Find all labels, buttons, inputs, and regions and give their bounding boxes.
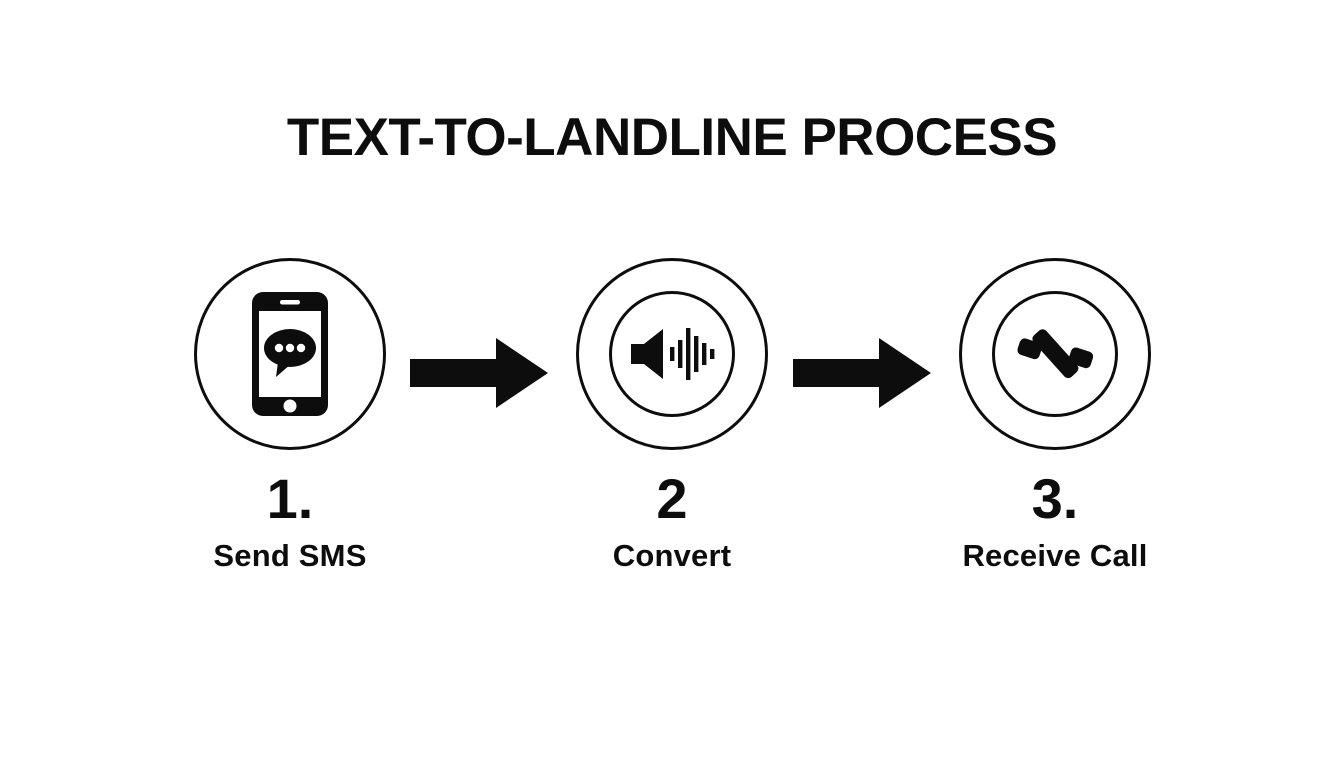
step-2-number: 2 <box>656 467 688 530</box>
page-title: TEXT-TO-LANDLINE PROCESS <box>286 108 1058 167</box>
step-2-caption: 2 Convert <box>502 468 842 574</box>
step-3-inner-ring <box>992 291 1118 417</box>
step-2-label: Convert <box>612 538 732 573</box>
step-1-label: Send SMS <box>213 538 367 573</box>
step-1-outer-ring <box>194 258 386 450</box>
process-steps-row <box>0 258 1344 458</box>
step-3-number: 3. <box>1031 467 1079 530</box>
step-2-outer-ring <box>576 258 768 450</box>
step-node-2[interactable] <box>576 258 768 450</box>
smartphone-message-icon <box>194 258 386 450</box>
arrow-step2-to-step3 <box>793 336 931 410</box>
step-3-label: Receive Call <box>962 538 1148 573</box>
phone-handset-icon <box>959 258 1151 450</box>
step-1-number: 1. <box>266 467 314 530</box>
step-3-caption: 3. Receive Call <box>885 468 1225 574</box>
step-3-outer-ring <box>959 258 1151 450</box>
step-1-caption: 1. Send SMS <box>120 468 460 574</box>
step-2-inner-ring <box>609 291 735 417</box>
speaker-soundwave-icon <box>576 258 768 450</box>
arrow-step1-to-step2 <box>410 336 548 410</box>
step-node-1[interactable] <box>194 258 386 450</box>
step-node-3[interactable] <box>959 258 1151 450</box>
